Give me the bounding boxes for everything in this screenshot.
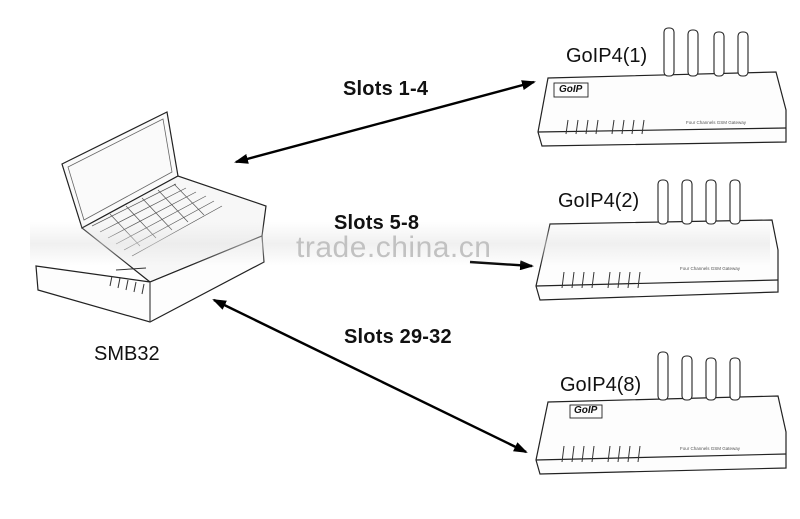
goip-device-1 [537,27,787,147]
antennas-1 [663,27,749,77]
antennas-8 [657,351,741,401]
device-label-8: GoIP4(8) [560,374,642,396]
link-label-1: Slots 1-4 [343,78,429,100]
link-label-3: Slots 29-32 [344,326,452,348]
device-tag-8: Four Channels GSM Gateway [680,446,741,451]
link-label-2: Slots 5-8 [334,212,420,234]
goip-logo-1: GoIP [559,84,583,95]
device-tag-2: Four Channels GSM Gateway [680,266,741,271]
watermark: trade.china.cn [296,231,492,264]
watermark-band [30,222,770,266]
device-label-2: GoIP4(2) [558,190,640,212]
goip-logo-8: GoIP [574,405,598,416]
hub-label: SMB32 [94,343,160,365]
device-tag-1: Four Channels GSM Gateway [686,120,747,125]
device-label-1: GoIP4(1) [566,45,648,67]
link-arrow-3 [212,298,528,454]
smb32-device [35,111,267,323]
link-arrow-1 [234,80,536,164]
goip-device-8 [535,351,787,475]
antennas-2 [657,179,741,225]
